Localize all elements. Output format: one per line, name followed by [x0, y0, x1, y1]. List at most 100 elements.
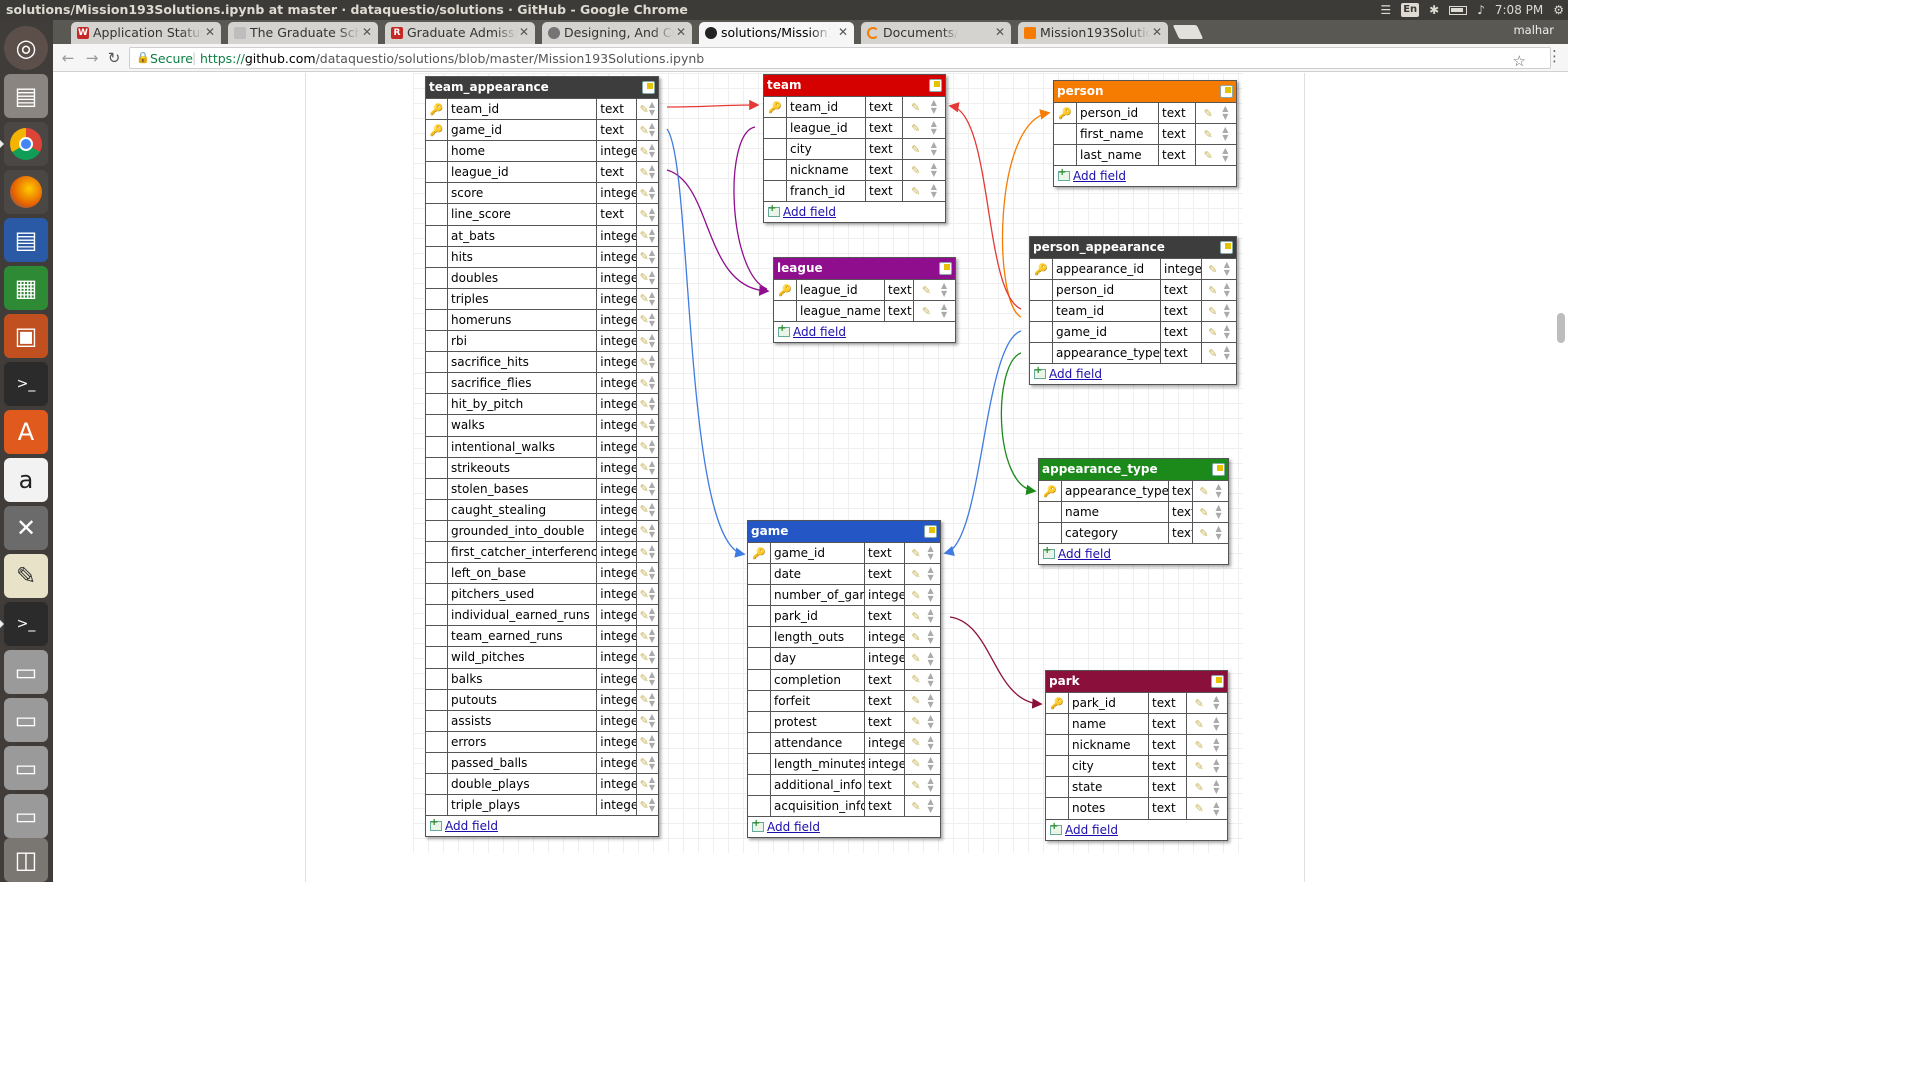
tab-graduate-school[interactable]: The Graduate Scho ✕ — [228, 22, 378, 44]
drive-1-icon[interactable]: ▭ — [4, 650, 48, 694]
reorder-field-icon[interactable]: ▲▼ — [927, 754, 934, 772]
reorder-field-icon[interactable]: ▲▼ — [930, 140, 937, 158]
reorder-field-icon[interactable]: ▲▼ — [927, 776, 934, 794]
edit-field-pencil-icon[interactable]: ✎ — [911, 142, 921, 156]
settings-gear-icon[interactable]: ⚙ — [1553, 3, 1564, 17]
edit-field-pencil-icon[interactable]: ✎ — [911, 567, 921, 581]
reorder-field-icon[interactable]: ▲▼ — [1213, 694, 1220, 712]
reorder-field-icon[interactable]: ▲▼ — [927, 670, 934, 688]
reorder-field-icon[interactable]: ▲▼ — [648, 690, 655, 708]
reorder-field-icon[interactable]: ▲▼ — [1213, 799, 1220, 817]
tab-close-icon[interactable]: ✕ — [675, 25, 686, 39]
reorder-field-icon[interactable]: ▲▼ — [927, 691, 934, 709]
edit-field-pencil-icon[interactable]: ✎ — [639, 165, 649, 179]
chrome-icon[interactable] — [0, 122, 48, 166]
tab-designing[interactable]: Designing, And Cre ✕ — [542, 22, 692, 44]
software-center-icon[interactable]: A — [4, 410, 48, 454]
table-header[interactable]: person — [1054, 81, 1236, 102]
edit-field-pencil-icon[interactable]: ✎ — [911, 736, 921, 750]
reorder-field-icon[interactable]: ▲▼ — [940, 302, 948, 320]
reorder-field-icon[interactable]: ▲▼ — [648, 521, 655, 539]
edit-field-pencil-icon[interactable]: ✎ — [1203, 106, 1213, 120]
ubuntu-dash-icon[interactable]: ◎ — [4, 26, 48, 70]
edit-field-pencil-icon[interactable]: ✎ — [639, 229, 649, 243]
edit-field-pencil-icon[interactable]: ✎ — [639, 482, 649, 496]
add-field-link[interactable]: Add field — [445, 819, 498, 834]
reload-icon[interactable]: ↻ — [107, 49, 121, 67]
edit-field-pencil-icon[interactable]: ✎ — [1208, 262, 1218, 276]
reorder-field-icon[interactable]: ▲▼ — [648, 753, 655, 771]
reorder-field-icon[interactable]: ▲▼ — [648, 775, 655, 793]
bluetooth-icon[interactable]: ✱ — [1429, 3, 1440, 17]
reorder-field-icon[interactable]: ▲▼ — [927, 649, 934, 667]
reorder-field-icon[interactable]: ▲▼ — [930, 182, 937, 200]
edit-field-pencil-icon[interactable]: ✎ — [921, 283, 932, 297]
reorder-field-icon[interactable]: ▲▼ — [1222, 125, 1229, 143]
edit-field-pencil-icon[interactable]: ✎ — [639, 629, 649, 643]
edit-table-icon[interactable] — [929, 79, 942, 92]
reorder-field-icon[interactable]: ▲▼ — [940, 281, 948, 299]
reorder-field-icon[interactable]: ▲▼ — [648, 226, 655, 244]
edit-field-pencil-icon[interactable]: ✎ — [639, 672, 649, 686]
add-field-link[interactable]: Add field — [1065, 822, 1118, 837]
reorder-field-icon[interactable]: ▲▼ — [927, 586, 934, 604]
edit-field-pencil-icon[interactable]: ✎ — [639, 777, 649, 791]
edit-table-icon[interactable] — [642, 81, 655, 94]
url-text[interactable]: https://github.com/dataquestio/solutions… — [200, 51, 704, 66]
reorder-field-icon[interactable]: ▲▼ — [648, 247, 655, 265]
reorder-field-icon[interactable]: ▲▼ — [648, 142, 655, 160]
reorder-field-icon[interactable]: ▲▼ — [1223, 344, 1230, 362]
edit-field-pencil-icon[interactable]: ✎ — [639, 798, 649, 812]
edit-field-pencil-icon[interactable]: ✎ — [911, 184, 921, 198]
edit-field-pencil-icon[interactable]: ✎ — [1208, 283, 1218, 297]
edit-field-pencil-icon[interactable]: ✎ — [1208, 304, 1218, 318]
edit-field-pencil-icon[interactable]: ✎ — [639, 313, 649, 327]
table-header[interactable]: league — [774, 258, 955, 279]
reorder-field-icon[interactable]: ▲▼ — [1213, 778, 1220, 796]
edit-field-pencil-icon[interactable]: ✎ — [639, 545, 649, 559]
reorder-field-icon[interactable]: ▲▼ — [1222, 104, 1229, 122]
edit-field-pencil-icon[interactable]: ✎ — [1208, 325, 1218, 339]
edit-field-pencil-icon[interactable]: ✎ — [639, 123, 649, 137]
edit-field-pencil-icon[interactable]: ✎ — [1199, 526, 1209, 540]
edit-field-pencil-icon[interactable]: ✎ — [1194, 802, 1204, 816]
edit-field-pencil-icon[interactable]: ✎ — [911, 100, 921, 114]
reorder-field-icon[interactable]: ▲▼ — [927, 797, 934, 815]
edit-field-pencil-icon[interactable]: ✎ — [911, 673, 921, 687]
reorder-field-icon[interactable]: ▲▼ — [1213, 757, 1220, 775]
reorder-field-icon[interactable]: ▲▼ — [927, 607, 934, 625]
reorder-field-icon[interactable]: ▲▼ — [648, 796, 655, 814]
reorder-field-icon[interactable]: ▲▼ — [648, 648, 655, 666]
battery-icon[interactable] — [1449, 5, 1468, 15]
reorder-field-icon[interactable]: ▲▼ — [930, 98, 937, 116]
edit-field-pencil-icon[interactable]: ✎ — [911, 778, 921, 792]
reorder-field-icon[interactable]: ▲▼ — [648, 479, 655, 497]
edit-field-pencil-icon[interactable]: ✎ — [639, 144, 649, 158]
add-field-link[interactable]: Add field — [1073, 169, 1126, 184]
reorder-field-icon[interactable]: ▲▼ — [648, 627, 655, 645]
reorder-field-icon[interactable]: ▲▼ — [648, 184, 655, 202]
drive-3-icon[interactable]: ▭ — [4, 746, 48, 790]
edit-field-pencil-icon[interactable]: ✎ — [639, 503, 649, 517]
add-field-link[interactable]: Add field — [767, 820, 820, 835]
files-icon[interactable]: ▤ — [4, 74, 48, 118]
table-header[interactable]: game — [748, 521, 940, 542]
calc-icon[interactable]: ▦ — [4, 266, 48, 310]
edit-field-pencil-icon[interactable]: ✎ — [639, 587, 649, 601]
reorder-field-icon[interactable]: ▲▼ — [1213, 715, 1220, 733]
amazon-icon[interactable]: a — [4, 458, 48, 502]
terminal-2-icon[interactable]: >_ — [0, 602, 48, 646]
reorder-field-icon[interactable]: ▲▼ — [648, 289, 655, 307]
add-field-icon[interactable] — [1050, 821, 1062, 835]
edit-field-pencil-icon[interactable]: ✎ — [911, 121, 921, 135]
tab-documents[interactable]: Documents/ ✕ — [861, 22, 1011, 44]
add-field-icon[interactable] — [1043, 545, 1055, 560]
edit-table-icon[interactable] — [1212, 463, 1225, 476]
reorder-field-icon[interactable]: ▲▼ — [930, 119, 937, 137]
volume-icon[interactable]: ♪ — [1477, 3, 1485, 17]
address-bar[interactable]: 🔒 Secure | https://github.com/dataquesti… — [129, 47, 1551, 70]
edit-field-pencil-icon[interactable]: ✎ — [639, 271, 649, 285]
table-header[interactable]: appearance_type — [1039, 459, 1228, 480]
edit-field-pencil-icon[interactable]: ✎ — [911, 757, 921, 771]
reorder-field-icon[interactable]: ▲▼ — [648, 500, 655, 518]
